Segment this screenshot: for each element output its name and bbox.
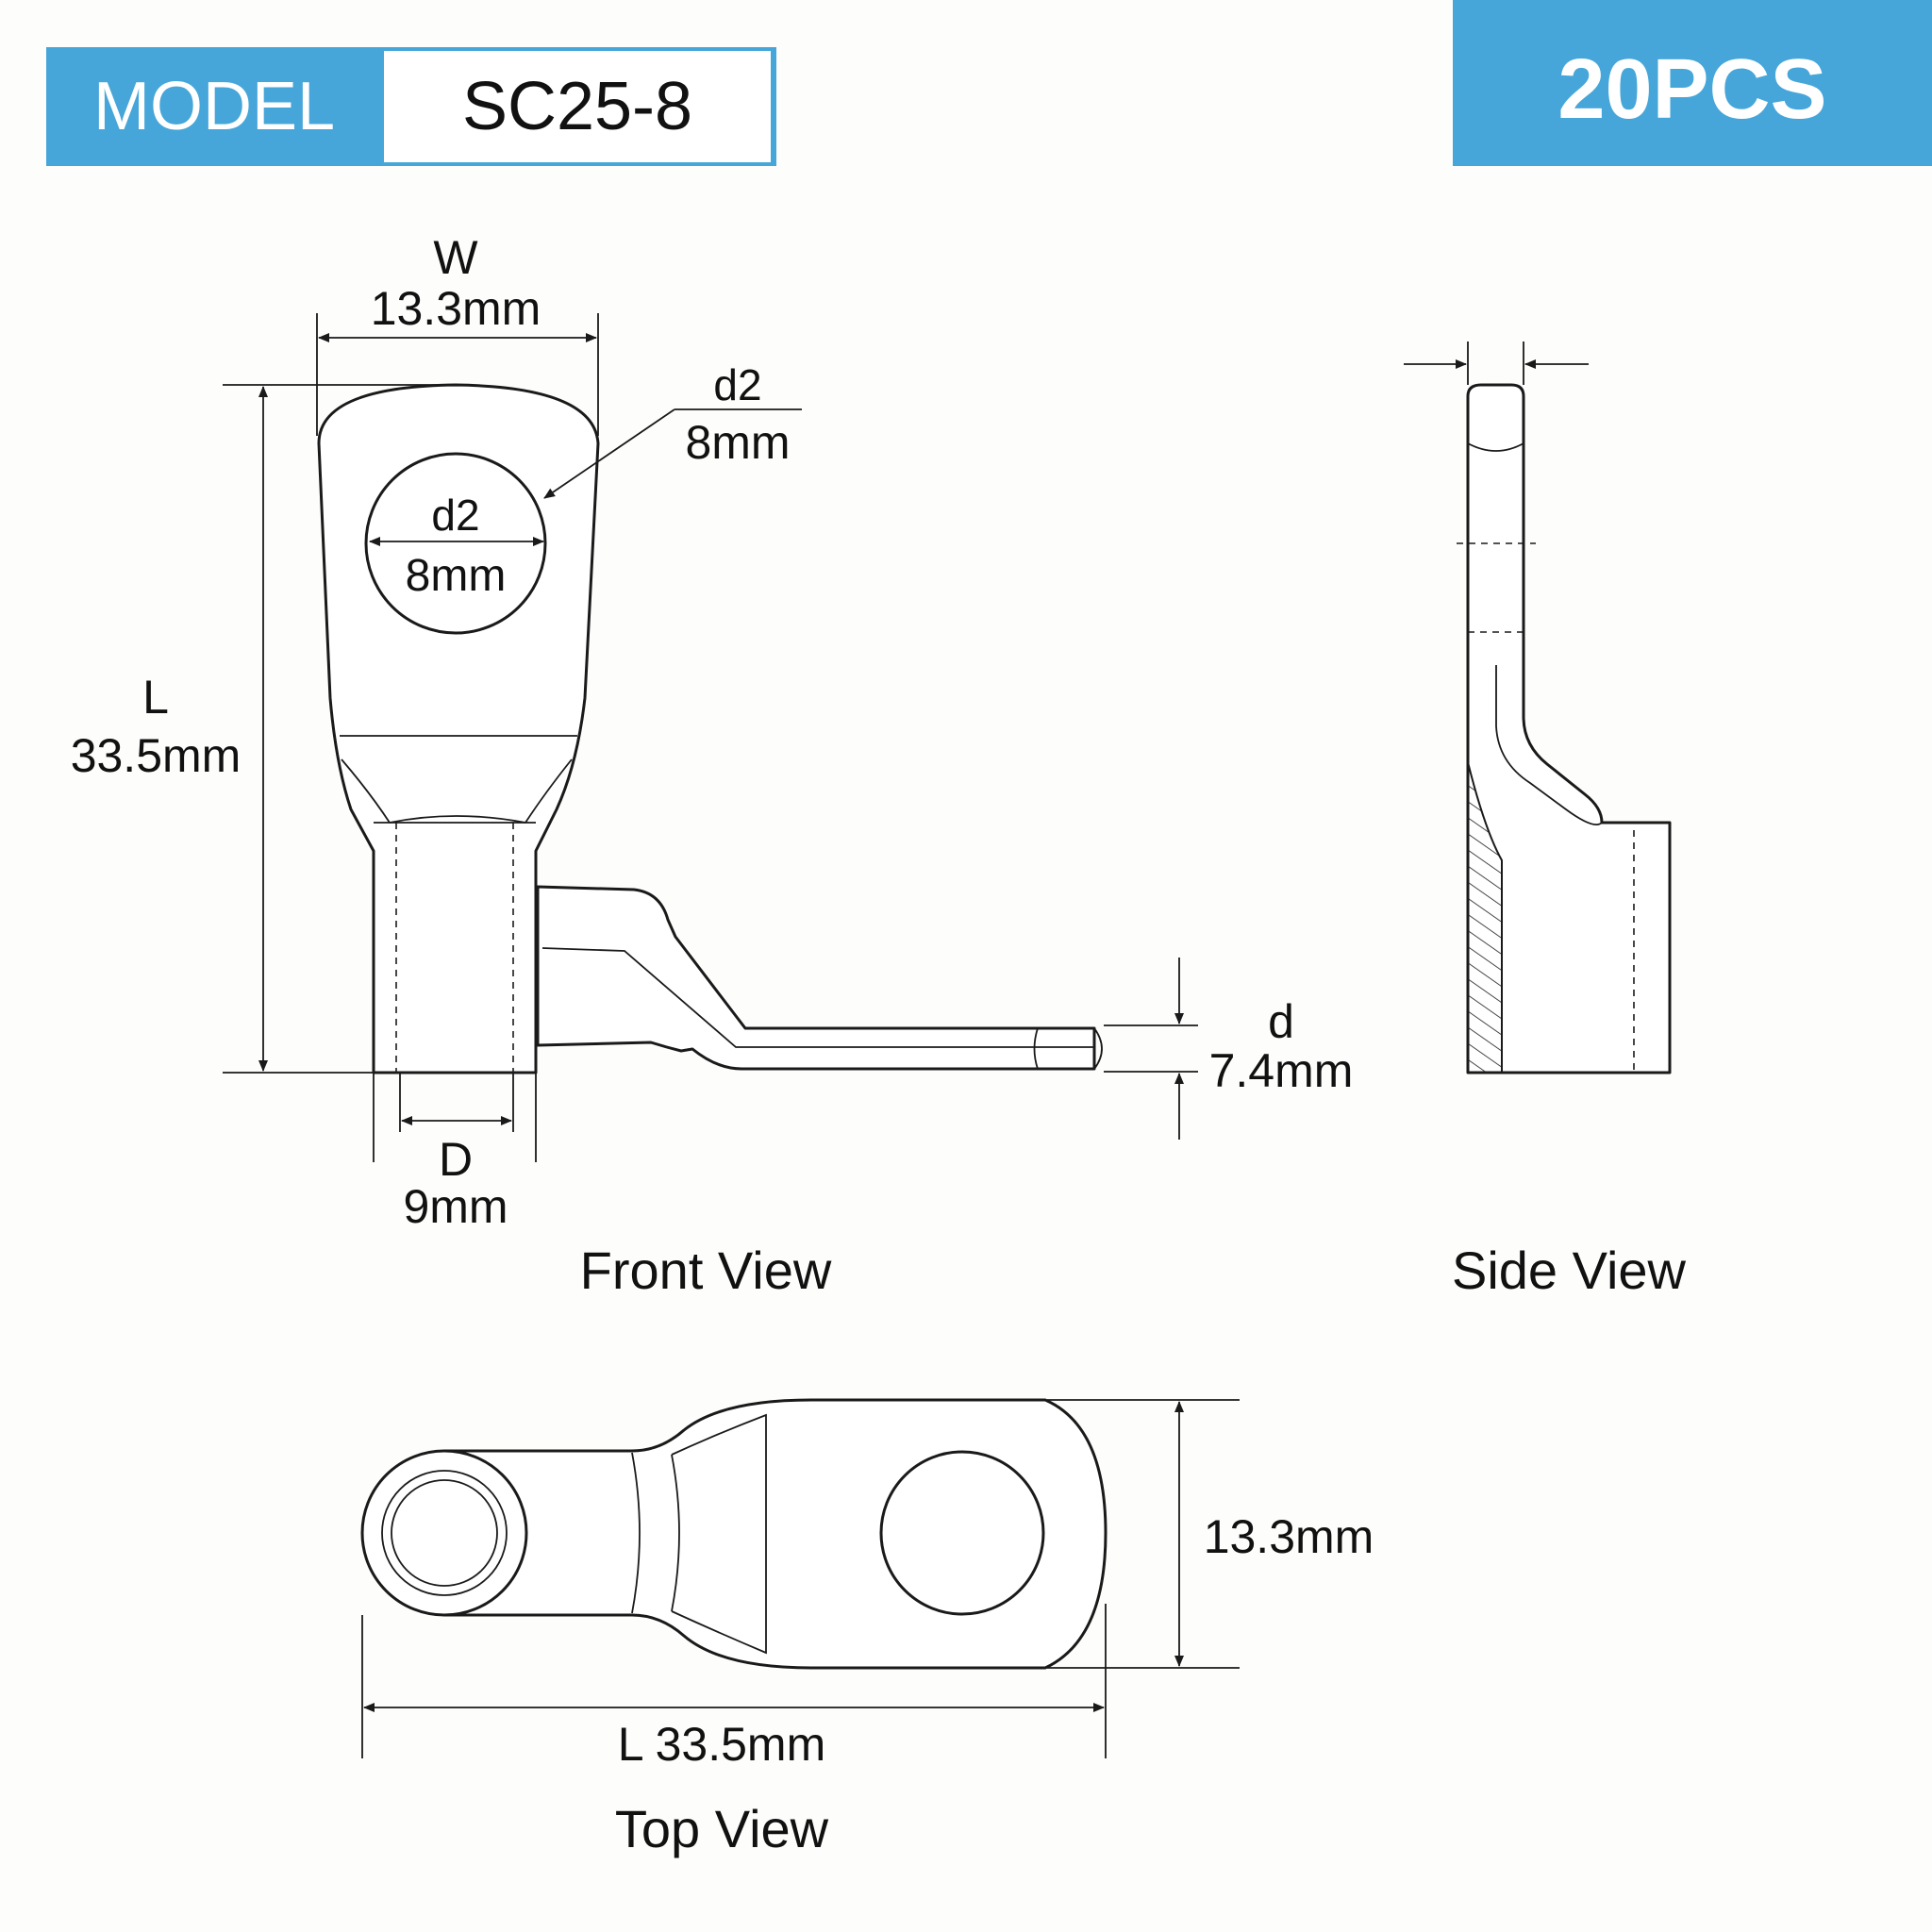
- hole-inner-symbol: d2: [431, 491, 479, 540]
- side-profile: [1466, 383, 1672, 1074]
- mounting-hole: [364, 452, 547, 635]
- model-value: SC25-8: [384, 51, 771, 162]
- length-value: 33.5mm: [71, 729, 242, 782]
- side-view-title: Side View: [1452, 1241, 1687, 1300]
- top-width-value: 13.3mm: [1204, 1510, 1374, 1563]
- model-label: MODEL: [92, 69, 336, 144]
- side-view: Side View: [1404, 341, 1687, 1300]
- thickness-value: 7.4mm: [1209, 1044, 1354, 1097]
- top-view: 13.3mm L 33.5mm Top View: [360, 1398, 1374, 1858]
- length-symbol: L: [142, 671, 169, 724]
- cable-lead: [536, 885, 1096, 1071]
- barrel-symbol: D: [439, 1133, 473, 1186]
- top-view-title: Top View: [615, 1799, 829, 1858]
- quantity-badge: 20PCS: [1453, 0, 1932, 166]
- front-view: d2 8mm d2 8mm W 13.3mm L 33.5mm: [71, 231, 1354, 1300]
- top-length-value: L 33.5mm: [618, 1718, 825, 1771]
- width-value: 13.3mm: [371, 282, 541, 335]
- top-mounting-hole: [879, 1450, 1045, 1616]
- hole-callout-symbol: d2: [713, 360, 761, 409]
- thickness-symbol: d: [1268, 995, 1294, 1048]
- model-box: MODEL SC25-8: [46, 47, 776, 166]
- hole-inner-value: 8mm: [406, 551, 507, 601]
- width-symbol: W: [433, 231, 478, 284]
- front-view-title: Front View: [580, 1241, 832, 1300]
- barrel-end: [360, 1449, 528, 1617]
- hole-callout-value: 8mm: [685, 416, 790, 469]
- barrel-value: 9mm: [403, 1180, 508, 1233]
